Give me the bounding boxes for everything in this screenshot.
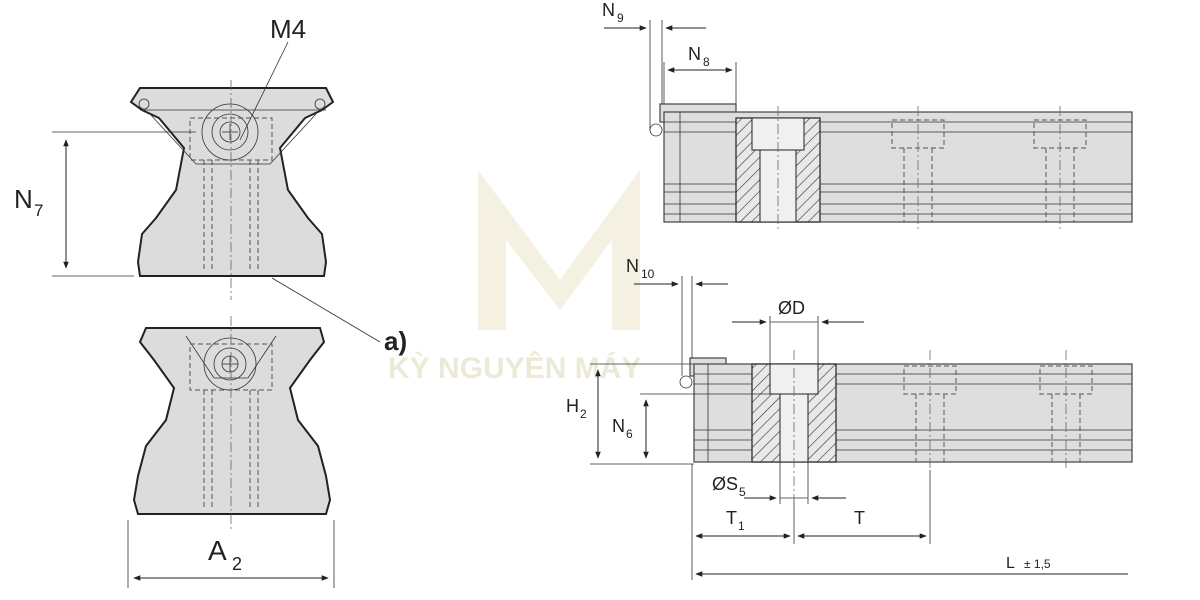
watermark-text: KỲ NGUYÊN MÁY	[388, 351, 641, 385]
label-n8: N	[688, 44, 701, 64]
watermark-logo	[478, 170, 640, 330]
side-view-bottom	[679, 350, 1133, 500]
label-n6: N	[612, 416, 625, 436]
label-t1-sub: 1	[738, 519, 745, 533]
label-n9: N	[602, 0, 615, 20]
label-t1: T	[726, 508, 737, 528]
label-a2: A	[208, 535, 227, 566]
label-m4: M4	[270, 14, 306, 44]
end-view-rail	[132, 316, 332, 530]
leader-m4	[239, 41, 289, 141]
label-a2-sub: 2	[232, 554, 242, 574]
end-view-carriage	[129, 80, 335, 300]
label-l: L	[1006, 555, 1015, 572]
rail-profile	[132, 327, 332, 515]
label-h2: H	[566, 396, 579, 416]
side-view-top	[649, 103, 1133, 230]
label-n8-sub: 8	[703, 55, 710, 69]
label-n6-sub: 6	[626, 427, 633, 441]
leader-a	[271, 277, 381, 343]
label-n9-sub: 9	[617, 11, 624, 25]
label-os5: ØS	[712, 474, 738, 494]
label-os5-sub: 5	[739, 485, 746, 499]
label-n7-sub: 7	[34, 201, 43, 220]
label-n10: N	[626, 256, 639, 276]
label-a: a)	[384, 326, 407, 356]
label-t: T	[854, 508, 865, 528]
label-n7: N	[14, 184, 33, 214]
label-od: ØD	[778, 298, 805, 318]
watermark: KỲ NGUYÊN MÁY	[388, 170, 641, 385]
carriage-profile	[129, 87, 335, 277]
label-h2-sub: 2	[580, 407, 587, 421]
rail-top	[663, 111, 1133, 223]
label-l-tol: ± 1,5	[1024, 557, 1051, 571]
label-n10-sub: 10	[641, 267, 655, 281]
